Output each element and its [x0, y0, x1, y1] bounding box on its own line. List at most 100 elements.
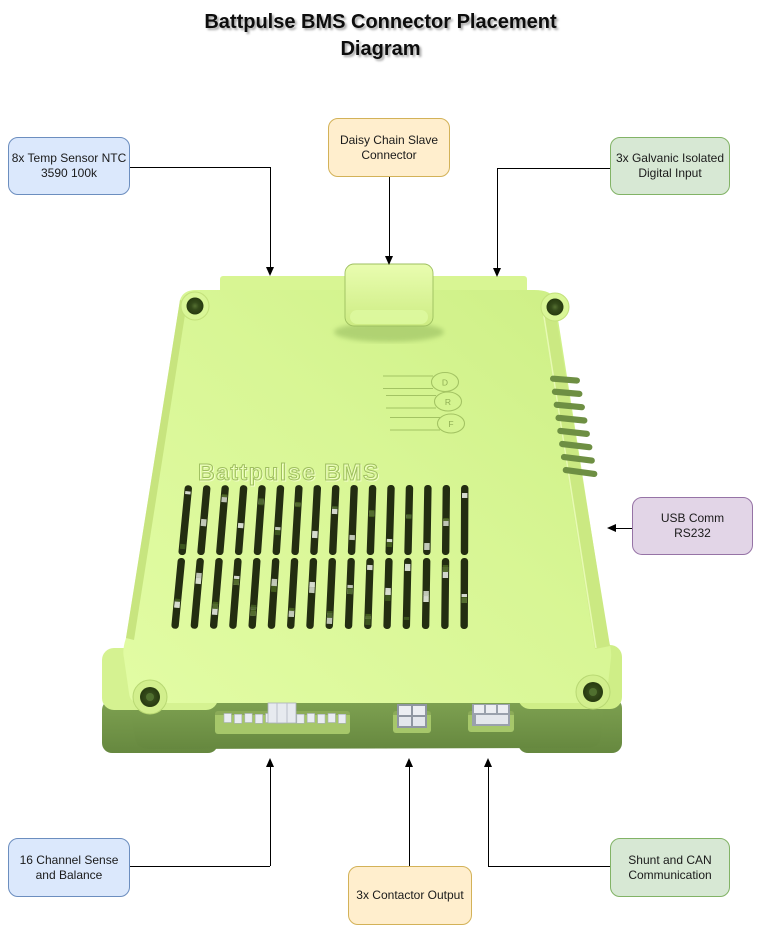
pcb-component-glimpse [174, 604, 180, 609]
arrowhead-shunt-can [483, 758, 492, 767]
side-vent-slot [555, 414, 588, 424]
arrowhead-daisy-chain [384, 256, 393, 265]
vent-slot [441, 557, 450, 630]
vent-slot [423, 485, 432, 556]
pcb-component-glimpse [443, 518, 449, 527]
connector-line-usb-h [616, 528, 633, 529]
pcb-component-glimpse [271, 582, 277, 587]
pcb-component-glimpse [461, 593, 467, 598]
vent-column [441, 484, 451, 630]
arrowhead-usb [607, 523, 616, 532]
vent-slot [197, 485, 211, 556]
vent-column [364, 485, 377, 629]
led-f-label: F [448, 419, 453, 429]
device-front-face [128, 701, 604, 749]
vent-slot [347, 485, 358, 556]
pcb-component-glimpse [462, 493, 468, 498]
side-vent-slot [551, 388, 583, 397]
sense-pins [223, 713, 347, 724]
pcb-component-glimpse [461, 597, 467, 604]
vent-slot [325, 557, 336, 629]
led-r [386, 391, 463, 412]
screw-hole [546, 298, 564, 316]
pcb-component-glimpse [195, 574, 202, 579]
vent-grid [171, 484, 469, 630]
pcb-component-glimpse [326, 616, 333, 625]
arrowhead-contactor [404, 758, 413, 767]
left-bevel [126, 300, 187, 640]
pcb-component-glimpse [368, 509, 375, 518]
callout-temp-sensor: 8x Temp Sensor NTC 3590 100k [8, 137, 130, 195]
pcb-component-glimpse [385, 591, 391, 596]
pcb-component-glimpse [221, 494, 228, 503]
callout-daisy-chain-line1: Daisy Chain Slave [339, 132, 439, 147]
device-top-face [123, 290, 612, 703]
pcb-component-glimpse [403, 616, 410, 621]
side-vent-slot [562, 466, 598, 478]
pcb-component-glimpse [233, 581, 240, 586]
pcb-component-glimpse [404, 567, 411, 572]
pcb-component-glimpse [349, 534, 355, 541]
pcb-component-glimpse [424, 543, 430, 550]
pcb-component-glimpse [295, 502, 301, 507]
pcb-component-glimpse [386, 538, 393, 543]
side-vent-slot [553, 401, 585, 411]
pcb-component-glimpse [367, 564, 373, 571]
side-vent-slot [557, 427, 590, 437]
vent-column [383, 485, 395, 629]
pcb-component-glimpse [442, 570, 449, 579]
callout-daisy-chain: Daisy Chain Slave Connector [328, 118, 450, 177]
vent-slot [421, 557, 431, 629]
pcb-component-glimpse [347, 590, 353, 595]
pcb-component-glimpse [200, 519, 207, 526]
contactor-connector [393, 704, 431, 733]
callout-usb-line1: USB Comm [660, 511, 725, 525]
pcb-component-glimpse [233, 579, 240, 586]
vent-column [287, 485, 303, 629]
vent-slot [385, 485, 395, 556]
vent-column [229, 485, 248, 629]
callout-temp-sensor-line1: 8x Temp Sensor NTC [11, 151, 127, 165]
connector-line-temp-sensor-h [130, 167, 270, 168]
device-brand-text: Battpulse BMS [198, 459, 380, 485]
connector-pin [234, 713, 243, 724]
vent-slot [306, 557, 318, 629]
pcb-component-glimpse [237, 522, 244, 529]
callout-sense-balance-line2: and Balance [35, 867, 103, 882]
pcb-component-glimpse [365, 613, 371, 620]
led-indicators [383, 371, 466, 434]
arrowhead-sense-balance [265, 758, 274, 767]
led-d-label: D [442, 378, 448, 388]
pcb-component-glimpse [288, 611, 295, 618]
vent-column [306, 485, 322, 629]
pcb-component-glimpse [295, 501, 301, 508]
pcb-component-glimpse [312, 531, 318, 538]
pcb-component-glimpse [347, 588, 353, 595]
vent-slot [460, 484, 469, 556]
pcb-component-glimpse [385, 589, 391, 596]
pcb-component-glimpse [221, 493, 228, 498]
vent-slot [178, 485, 192, 556]
vent-slot [267, 557, 280, 629]
pcb-component-glimpse [365, 617, 371, 626]
screw-holes [132, 291, 611, 715]
pcb-component-glimpse [385, 593, 391, 602]
vent-slot [234, 485, 248, 556]
pcb-component-glimpse [404, 563, 411, 572]
daisy-block-shadow [334, 322, 444, 342]
vent-slot [383, 557, 393, 629]
vent-slot [248, 557, 261, 629]
connector-pin [327, 713, 336, 723]
pcb-component-glimpse [309, 587, 315, 594]
connector-line-temp-sensor-v [270, 167, 271, 267]
vent-slot [460, 557, 469, 630]
vent-slot [171, 557, 185, 629]
pcb-component-glimpse [237, 523, 244, 528]
pcb-component-glimpse [185, 491, 191, 495]
pcb-component-glimpse [211, 607, 218, 616]
pcb-component-glimpse [309, 583, 315, 588]
side-vents [550, 375, 598, 478]
vent-slot [344, 557, 355, 629]
pcb-component-glimpse [258, 498, 264, 505]
